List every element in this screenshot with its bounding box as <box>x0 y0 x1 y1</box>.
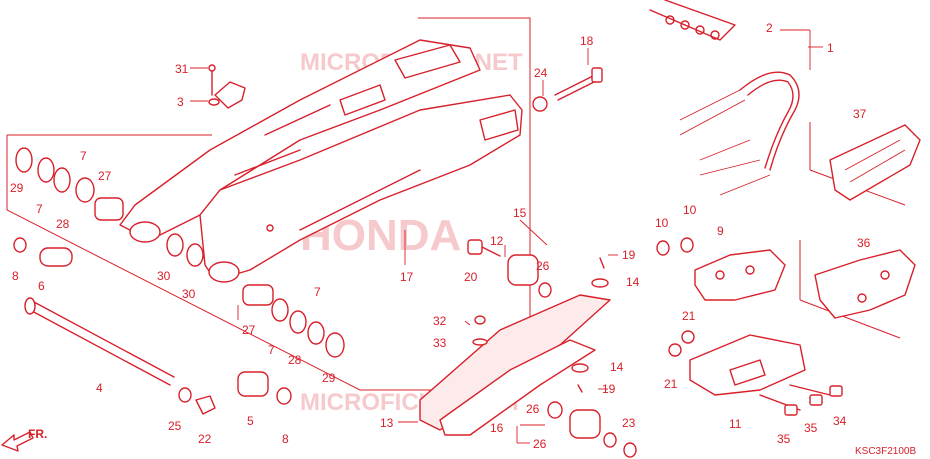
callout-22: 22 <box>198 432 212 446</box>
callout-28b: 28 <box>288 353 302 367</box>
callout-35b: 35 <box>804 421 818 435</box>
callout-33: 33 <box>433 336 447 350</box>
callout-29a: 29 <box>10 181 24 195</box>
pivot-shaft-4 <box>24 297 175 386</box>
callout-17: 17 <box>400 270 414 284</box>
rollers <box>467 239 637 458</box>
callout-36: 36 <box>857 236 871 250</box>
callout-10b: 10 <box>683 203 697 217</box>
front-arrow: FR. <box>1 427 47 452</box>
leader-lines <box>190 29 823 444</box>
callout-30b: 30 <box>182 287 196 301</box>
callout-3: 3 <box>177 95 184 109</box>
small-hardware <box>472 237 843 416</box>
callout-32: 32 <box>433 314 447 328</box>
callout-5: 5 <box>247 414 254 428</box>
callout-31: 31 <box>175 62 189 76</box>
chain-slider-13 <box>419 294 611 436</box>
callout-8a: 8 <box>12 269 19 283</box>
callout-28a: 28 <box>56 217 70 231</box>
callout-34: 34 <box>833 414 847 428</box>
callout-19a: 19 <box>622 248 636 262</box>
callouts: 1 2 3 4 5 6 7 7 7 7 8 8 9 10 10 11 12 13… <box>10 21 871 451</box>
swingarm <box>119 39 523 283</box>
callout-25: 25 <box>168 419 182 433</box>
callout-11: 11 <box>729 417 742 431</box>
callout-26b: 26 <box>526 402 540 416</box>
bearings-left <box>13 147 124 267</box>
callout-4: 4 <box>96 381 103 395</box>
callout-15: 15 <box>513 206 527 220</box>
callout-2: 2 <box>766 21 773 35</box>
chain-guide-9 <box>694 249 786 301</box>
callout-6: 6 <box>38 279 45 293</box>
callout-29b: 29 <box>322 371 336 385</box>
bearings-right <box>166 233 345 415</box>
callout-27a: 27 <box>98 169 112 183</box>
callout-1: 1 <box>827 41 834 55</box>
callout-7d: 7 <box>314 285 321 299</box>
chain-guide-top <box>208 64 246 109</box>
callout-35a: 35 <box>777 432 791 446</box>
callout-7c: 7 <box>268 343 275 357</box>
callout-26c: 26 <box>533 437 547 451</box>
callout-26a: 26 <box>536 259 550 273</box>
callout-21a: 21 <box>682 309 696 323</box>
bolt-18 <box>532 67 603 112</box>
callout-20: 20 <box>464 270 478 284</box>
callout-18: 18 <box>580 34 594 48</box>
callout-37: 37 <box>853 107 867 121</box>
callout-16: 16 <box>490 421 504 435</box>
callout-13: 13 <box>380 416 394 430</box>
callout-24: 24 <box>534 66 548 80</box>
callout-8b: 8 <box>282 432 289 446</box>
callout-12: 12 <box>490 234 504 248</box>
callout-7b: 7 <box>36 202 43 216</box>
callout-30a: 30 <box>157 269 171 283</box>
chain-slider-37 <box>829 124 921 201</box>
callout-10a: 10 <box>655 216 669 230</box>
callout-19b: 19 <box>602 382 616 396</box>
callout-9: 9 <box>717 224 724 238</box>
diagram-code: KSC3F2100B <box>855 446 916 457</box>
callout-27b: 27 <box>242 323 256 337</box>
chain-guide-36 <box>814 249 916 319</box>
callout-23: 23 <box>622 416 636 430</box>
callout-7a: 7 <box>80 149 87 163</box>
drive-chain <box>649 0 800 196</box>
callout-14a: 14 <box>626 275 640 289</box>
callout-21b: 21 <box>664 377 678 391</box>
chain-guide-bracket-11 <box>689 334 831 411</box>
front-arrow-label: FR. <box>28 427 47 441</box>
callout-14b: 14 <box>610 360 624 374</box>
